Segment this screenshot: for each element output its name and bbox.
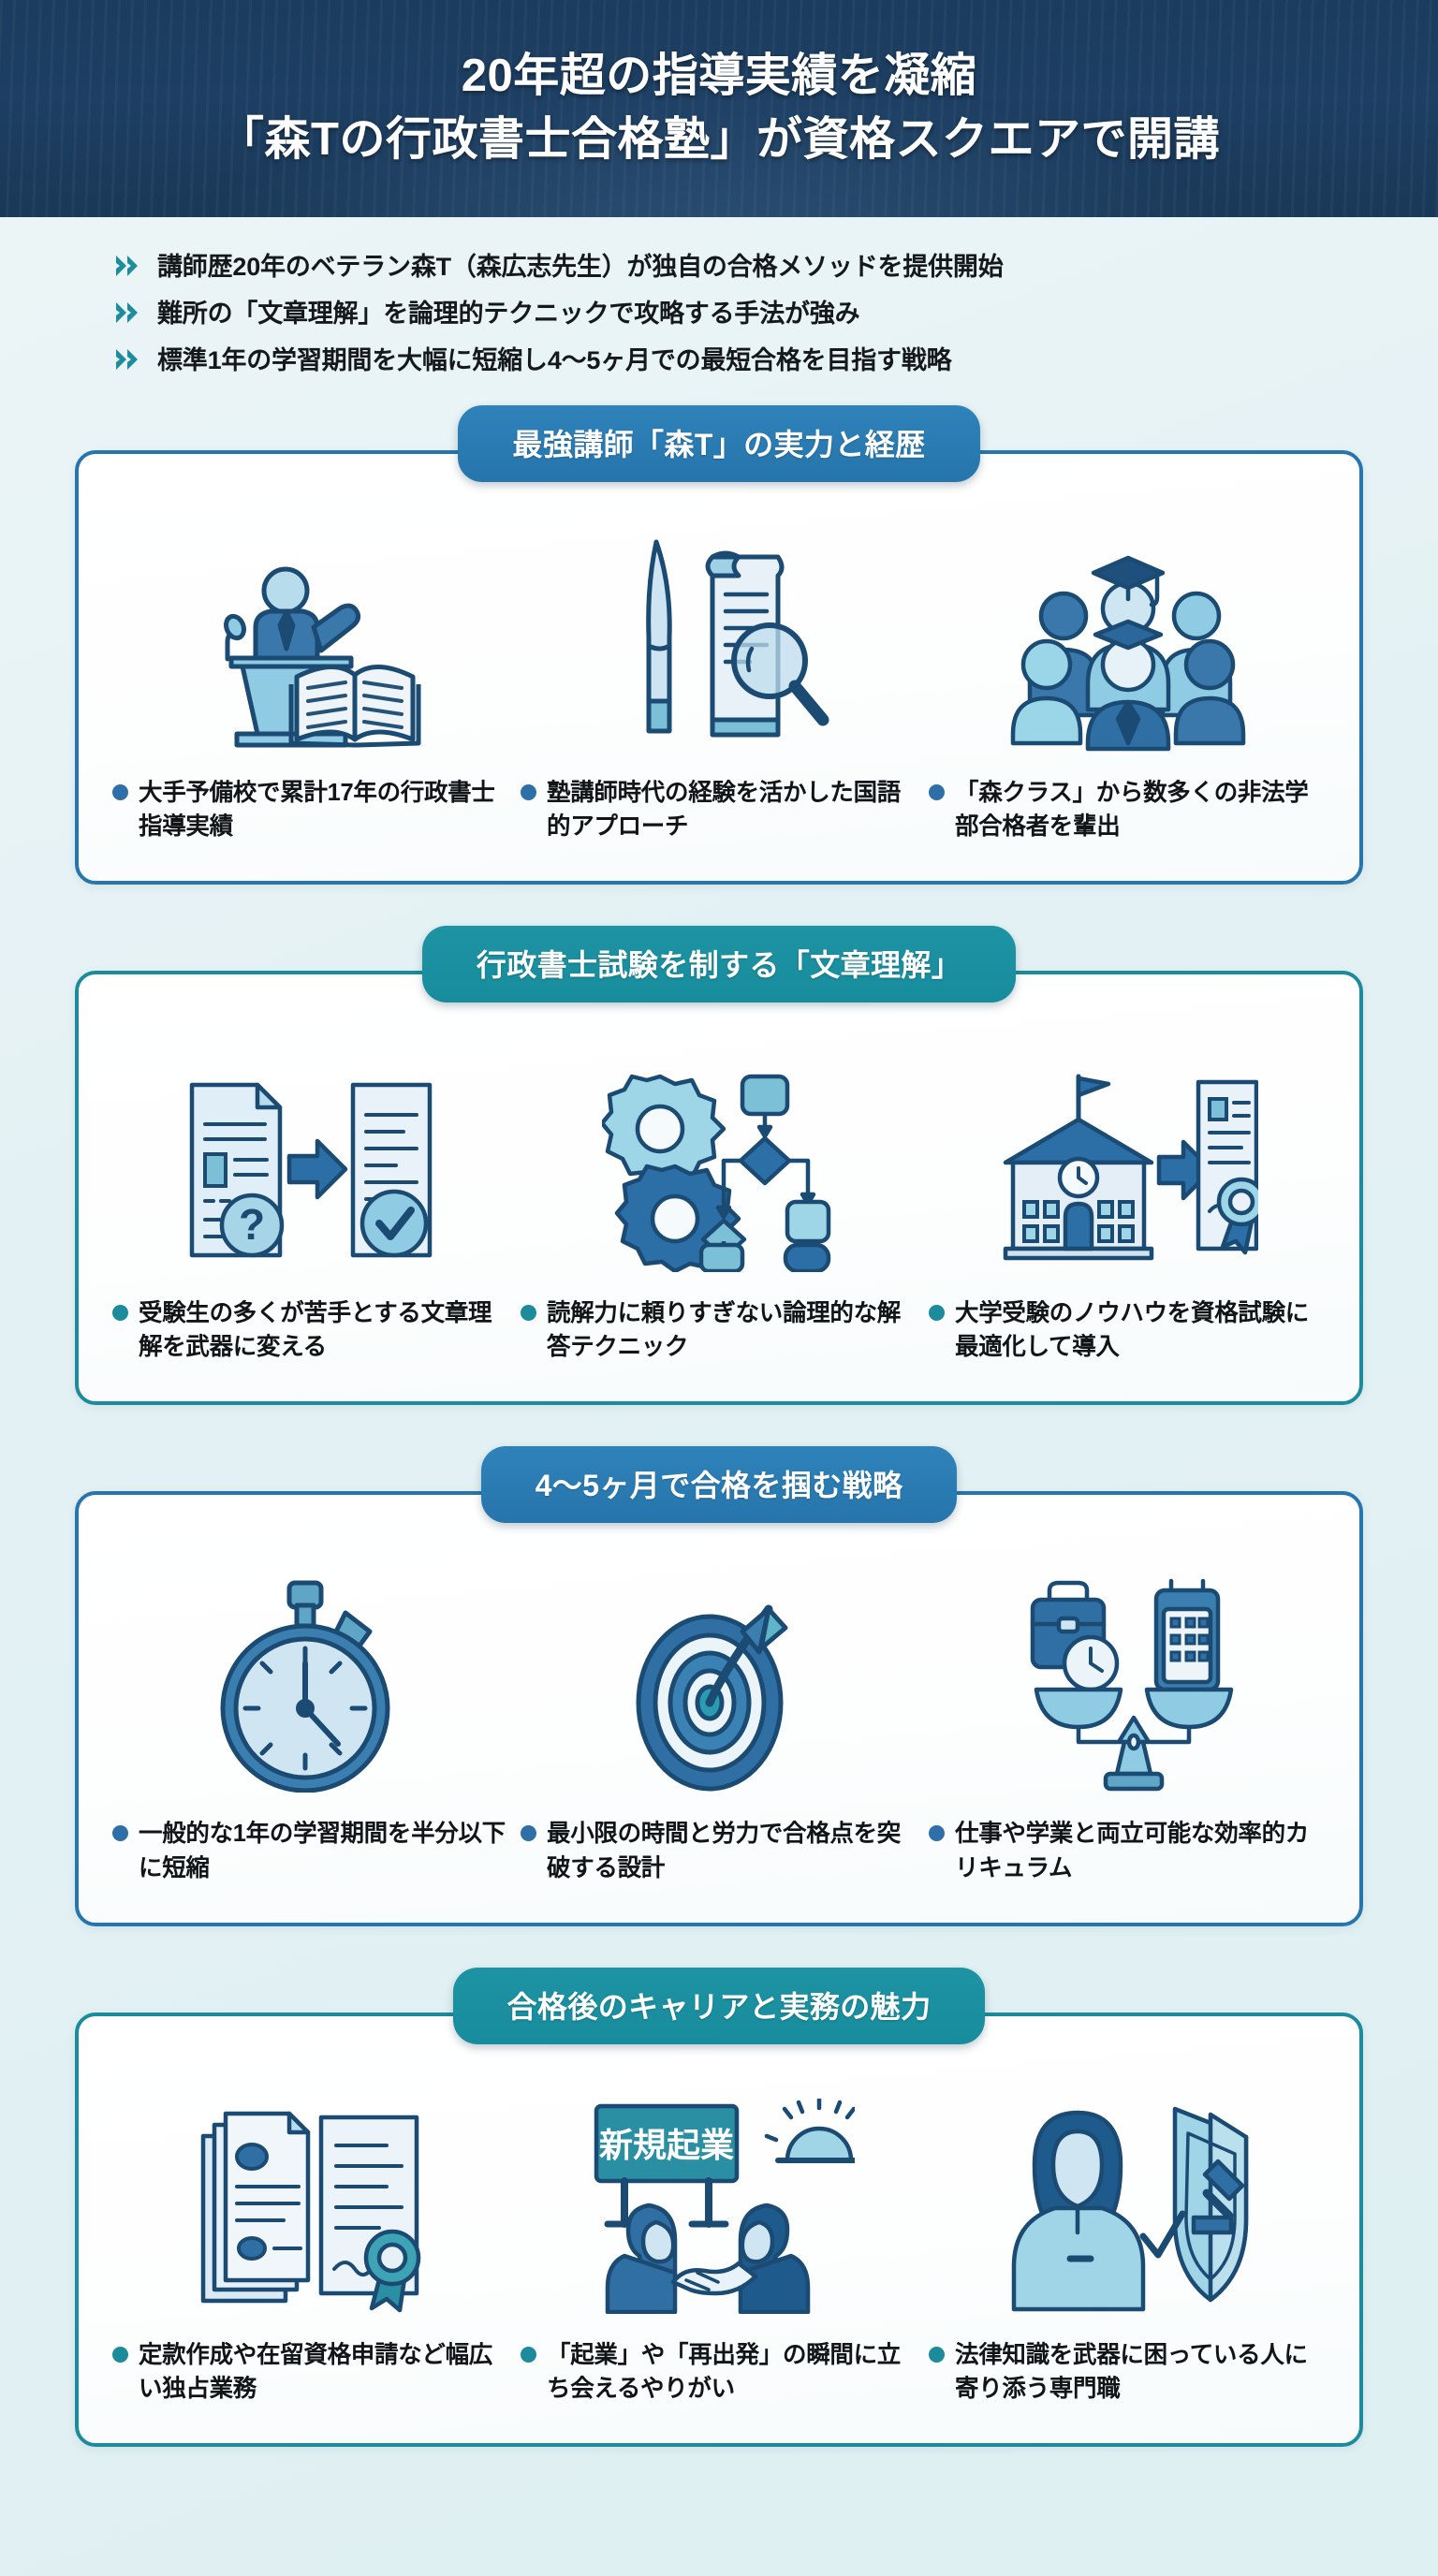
- header-title-line2: 「森Tの行政書士合格塾」が資格スクエアで開講: [218, 113, 1220, 165]
- section-item: 一般的な1年の学習期間を半分以下に短縮: [107, 1568, 515, 1884]
- section-columns: 一般的な1年の学習期間を半分以下に短縮: [107, 1568, 1331, 1884]
- target-arrow-icon: [611, 1568, 827, 1793]
- section-item: 「森クラス」から数多くの非法学部合格者を輩出: [923, 527, 1331, 843]
- section-item-caption: 法律知識を武器に困っている人に寄り添う専門職: [923, 2338, 1331, 2406]
- document-question-to-check-icon: ?: [184, 1047, 437, 1272]
- bullet-dot-icon: [929, 2346, 945, 2363]
- section-item-caption: 「起業」や「再出発」の瞬間に立ち会えるやりがい: [515, 2338, 923, 2406]
- section-badge-wrap: 行政書士試験を制する「文章理解」: [75, 925, 1363, 1003]
- section-columns: ?: [107, 1047, 1331, 1364]
- section-title-badge: 合格後のキャリアと実務の魅力: [452, 1967, 986, 2044]
- bullet-dot-icon: [112, 1825, 128, 1842]
- lead-bullet-item: 講師歴20年のベテラン森T（森広志先生）が独自の合格メソッドを提供開始: [0, 243, 1438, 290]
- bullet-dot-icon: [521, 783, 536, 800]
- page-header: 20年超の指導実績を凝縮 「森Tの行政書士合格塾」が資格スクエアで開講: [0, 0, 1438, 217]
- caption-text: 仕事や学業と両立可能な効率的カリキュラム: [955, 1821, 1310, 1881]
- section-card: 大手予備校で累計17年の行政書士指導実績: [75, 449, 1363, 885]
- section-columns: 定款作成や在留資格申請など幅広い独占業務: [107, 2089, 1331, 2406]
- section-item-caption: 定款作成や在留資格申請など幅広い独占業務: [107, 2338, 515, 2406]
- bullet-dot-icon: [521, 1825, 536, 1842]
- documents-certificate-seal-icon: [194, 2089, 428, 2314]
- lead-bullet-text: 難所の「文章理解」を論理的テクニックで攻略する手法が強み: [157, 300, 860, 329]
- section-career-after-passing: 合格後のキャリアと実務の魅力: [75, 1967, 1363, 2448]
- section-item-caption: 「森クラス」から数多くの非法学部合格者を輩出: [923, 776, 1331, 843]
- gears-flowchart-icon: [602, 1047, 836, 1272]
- section-item: 塾講師時代の経験を活かした国語的アプローチ: [515, 527, 923, 843]
- section-item: 仕事や学業と両立可能な効率的カリキュラム: [923, 1568, 1331, 1884]
- caption-text: 塾講師時代の経験を活かした国語的アプローチ: [547, 779, 902, 840]
- bullet-dot-icon: [112, 783, 128, 800]
- lead-bullet-item: 標準1年の学習期間を大幅に短縮し4〜5ヶ月での最短合格を目指す戦略: [0, 337, 1438, 384]
- balance-scale-briefcase-calendar-icon: [1001, 1568, 1254, 1793]
- lead-bullet-list: 講師歴20年のベテラン森T（森広志先生）が独自の合格メソッドを提供開始 難所の「…: [0, 217, 1438, 405]
- bullet-dot-icon: [521, 2346, 536, 2363]
- bullet-dot-icon: [112, 1304, 128, 1321]
- section-card: 一般的な1年の学習期間を半分以下に短縮: [75, 1491, 1363, 1926]
- quill-scroll-magnifier-icon: [602, 527, 836, 752]
- section-item: 最小限の時間と労力で合格点を突破する設計: [515, 1568, 923, 1884]
- section-title-badge: 最強講師「森T」の実力と経歴: [458, 404, 980, 482]
- caption-text: 「起業」や「再出発」の瞬間に立ち会えるやりがい: [547, 2341, 902, 2402]
- section-item: 定款作成や在留資格申請など幅広い独占業務: [107, 2089, 515, 2406]
- section-item-caption: 大手予備校で累計17年の行政書士指導実績: [107, 776, 515, 843]
- bullet-dot-icon: [929, 783, 945, 800]
- header-title-line1: 20年超の指導実績を凝縮: [461, 50, 977, 101]
- caption-text: 定款作成や在留資格申請など幅広い独占業務: [139, 2341, 493, 2402]
- lead-bullet-item: 難所の「文章理解」を論理的テクニックで攻略する手法が強み: [0, 290, 1438, 337]
- section-item-caption: 受験生の多くが苦手とする文章理解を武器に変える: [107, 1296, 515, 1364]
- caption-text: 読解力に頼りすぎない論理的な解答テクニック: [547, 1299, 902, 1361]
- double-chevron-right-icon: [114, 300, 142, 329]
- section-item: 大手予備校で累計17年の行政書士指導実績: [107, 527, 515, 843]
- bottom-spacer: [0, 2488, 1438, 2516]
- section-instructor-credentials: 最強講師「森T」の実力と経歴: [75, 404, 1363, 885]
- double-chevron-right-icon: [114, 347, 142, 376]
- caption-text: 最小限の時間と労力で合格点を突破する設計: [547, 1821, 902, 1881]
- section-item-caption: 最小限の時間と労力で合格点を突破する設計: [515, 1817, 923, 1884]
- caption-text: 一般的な1年の学習期間を半分以下に短縮: [139, 1821, 506, 1881]
- section-item-caption: 大学受験のノウハウを資格試験に最適化して導入: [923, 1296, 1331, 1364]
- caption-text: 「森クラス」から数多くの非法学部合格者を輩出: [955, 779, 1309, 840]
- section-title-badge: 4〜5ヶ月で合格を掴む戦略: [480, 1446, 958, 1524]
- lecturer-podium-book-icon: [194, 527, 428, 752]
- lead-bullet-text: 標準1年の学習期間を大幅に短縮し4〜5ヶ月での最短合格を目指す戦略: [157, 346, 952, 375]
- lawyer-shield-gavel-icon: [1001, 2089, 1254, 2314]
- section-item-caption: 読解力に頼りすぎない論理的な解答テクニック: [515, 1296, 923, 1364]
- bullet-dot-icon: [929, 1304, 945, 1321]
- stopwatch-icon: [213, 1568, 409, 1793]
- school-to-certificate-icon: [996, 1047, 1258, 1272]
- section-item: 新規起業: [515, 2089, 923, 2406]
- section-item: 読解力に頼りすぎない論理的な解答テクニック: [515, 1047, 923, 1364]
- bullet-dot-icon: [929, 1825, 945, 1842]
- double-chevron-right-icon: [114, 254, 142, 283]
- svg-text:?: ?: [239, 1200, 265, 1249]
- caption-text: 大学受験のノウハウを資格試験に最適化して導入: [955, 1299, 1310, 1361]
- section-item-caption: 仕事や学業と両立可能な効率的カリキュラム: [923, 1817, 1331, 1884]
- section-card: 定款作成や在留資格申請など幅広い独占業務: [75, 2012, 1363, 2448]
- section-badge-wrap: 合格後のキャリアと実務の魅力: [75, 1967, 1363, 2044]
- handshake-startup-sign-icon: 新規起業: [583, 2089, 855, 2314]
- section-item-caption: 一般的な1年の学習期間を半分以下に短縮: [107, 1817, 515, 1884]
- lead-bullet-text: 講師歴20年のベテラン森T（森広志先生）が独自の合格メソッドを提供開始: [157, 253, 1004, 281]
- startup-sign-label: 新規起業: [599, 2126, 734, 2164]
- graduates-group-icon: [1005, 527, 1249, 752]
- caption-text: 法律知識を武器に困っている人に寄り添う専門職: [955, 2341, 1308, 2402]
- section-badge-wrap: 最強講師「森T」の実力と経歴: [75, 404, 1363, 482]
- section-badge-wrap: 4〜5ヶ月で合格を掴む戦略: [75, 1446, 1363, 1524]
- caption-text: 受験生の多くが苦手とする文章理解を武器に変える: [139, 1299, 492, 1361]
- section-card: ?: [75, 970, 1363, 1406]
- section-reading-comprehension: 行政書士試験を制する「文章理解」: [75, 925, 1363, 1406]
- section-columns: 大手予備校で累計17年の行政書士指導実績: [107, 527, 1331, 843]
- section-item: 大学受験のノウハウを資格試験に最適化して導入: [923, 1047, 1331, 1364]
- section-item: ?: [107, 1047, 515, 1364]
- bullet-dot-icon: [521, 1304, 536, 1321]
- caption-text: 大手予備校で累計17年の行政書士指導実績: [139, 779, 495, 840]
- bullet-dot-icon: [112, 2346, 128, 2363]
- section-title-badge: 行政書士試験を制する「文章理解」: [421, 925, 1017, 1003]
- section-item: 法律知識を武器に困っている人に寄り添う専門職: [923, 2089, 1331, 2406]
- section-study-strategy: 4〜5ヶ月で合格を掴む戦略: [75, 1446, 1363, 1926]
- section-item-caption: 塾講師時代の経験を活かした国語的アプローチ: [515, 776, 923, 843]
